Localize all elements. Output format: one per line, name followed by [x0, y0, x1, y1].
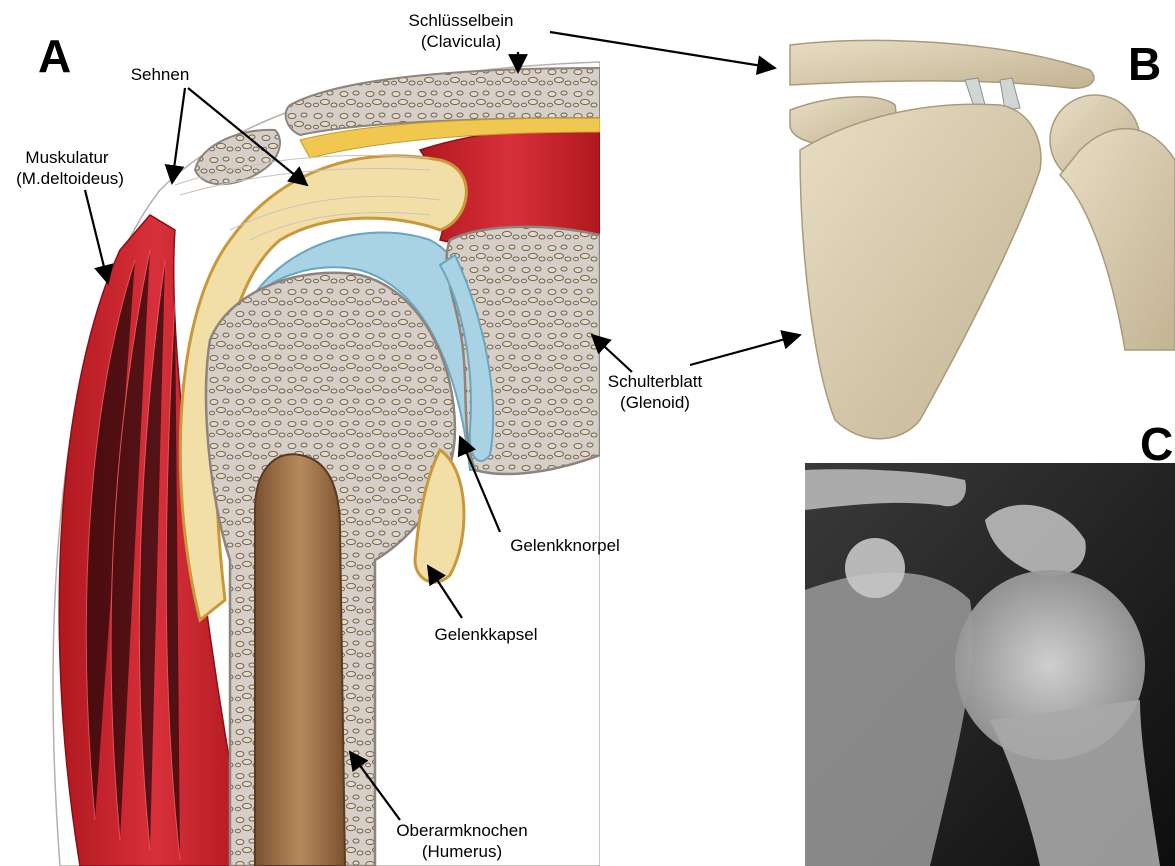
label-clavicle-latin: (Clavicula): [421, 32, 501, 51]
label-muscle-name: Muskulatur: [25, 148, 108, 167]
panel-b-render: [785, 35, 1175, 445]
label-humerus-latin: (Humerus): [422, 842, 502, 861]
panel-label-a: A: [38, 30, 71, 82]
label-scapula-name: Schulterblatt: [608, 372, 703, 391]
panel-c-xray: [805, 463, 1175, 866]
label-cartilage: Gelenkknorpel: [510, 536, 620, 555]
arrow-muscle: [85, 190, 108, 283]
humerus-marrow: [255, 454, 345, 866]
label-muscle-latin: (M.deltoideus): [16, 169, 124, 188]
label-scapula-latin: (Glenoid): [620, 393, 690, 412]
panel-label-b: B: [1128, 38, 1161, 90]
arrow-scapula-b: [690, 335, 800, 365]
panel-label-c: C: [1140, 418, 1173, 470]
panel-a-cross-section: [53, 62, 600, 866]
label-humerus-name: Oberarmknochen: [396, 821, 527, 840]
label-clavicle-name: Schlüsselbein: [409, 11, 514, 30]
label-tendons: Sehnen: [131, 65, 190, 84]
label-capsule: Gelenkkapsel: [434, 625, 537, 644]
